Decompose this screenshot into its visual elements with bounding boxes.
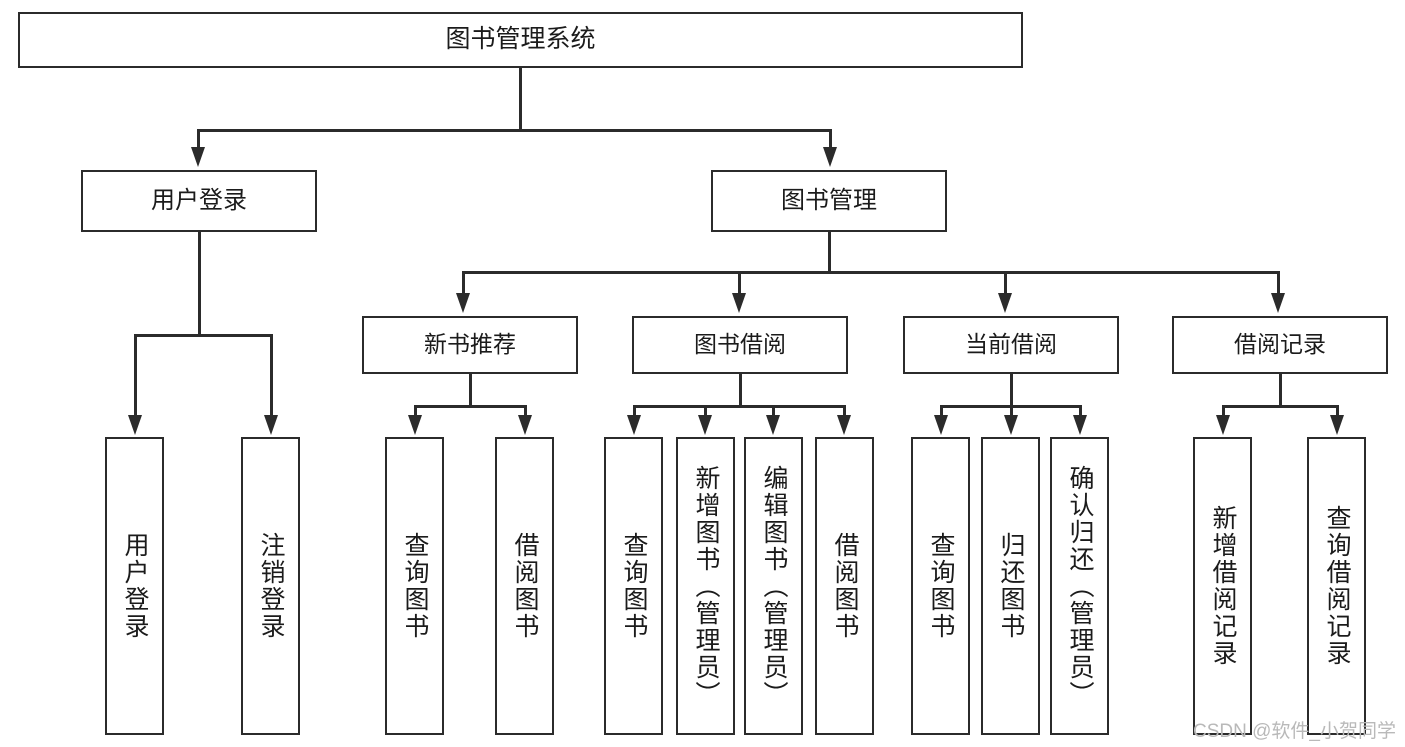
node-label: 图书借阅 <box>694 331 786 358</box>
arrowhead-borrowrecord-1 <box>1216 415 1230 435</box>
connector-level1-drop-left <box>197 129 200 149</box>
node-label: 归还图书 <box>997 532 1025 640</box>
arrowhead-currentborrow-1 <box>934 415 948 435</box>
arrowhead-currentborrow-2 <box>1004 415 1018 435</box>
connector-currentborrow-drop-1 <box>940 405 943 417</box>
arrowhead-level2-4 <box>1271 293 1285 313</box>
node-label: 查询图书 <box>401 532 429 640</box>
node-label: 借阅图书 <box>831 532 859 640</box>
node-root-system[interactable]: 图书管理系统 <box>18 12 1023 68</box>
connector-level1-drop-right <box>829 129 832 149</box>
node-label: 用户登录 <box>151 186 247 214</box>
node-label: 新增借阅记录 <box>1209 505 1237 667</box>
arrowhead-bookborrow-3 <box>766 415 780 435</box>
leaf-borrow-record-add[interactable]: 新增借阅记录 <box>1193 437 1252 735</box>
connector-userlogin-stem <box>198 232 201 335</box>
node-label: 编辑图书（管理员） <box>760 464 788 708</box>
arrowhead-bookborrow-4 <box>837 415 851 435</box>
node-label: 借阅图书 <box>511 532 539 640</box>
connector-borrowrecord-drop-1 <box>1222 405 1225 417</box>
connector-userlogin-drop-1 <box>134 334 137 417</box>
node-label: 图书管理 <box>781 186 877 214</box>
leaf-book-borrow-add[interactable]: 新增图书（管理员） <box>676 437 735 735</box>
node-label: 新增图书（管理员） <box>692 464 720 708</box>
leaf-borrow-record-query[interactable]: 查询借阅记录 <box>1307 437 1366 735</box>
connector-level1-bar <box>197 129 831 132</box>
arrowhead-newbook-2 <box>518 415 532 435</box>
node-label: 借阅记录 <box>1234 331 1326 358</box>
arrowhead-level2-1 <box>456 293 470 313</box>
connector-currentborrow-drop-3 <box>1079 405 1082 417</box>
node-label: 注销登录 <box>257 532 285 640</box>
leaf-current-borrow-confirm[interactable]: 确认归还（管理员） <box>1050 437 1109 735</box>
connector-bookborrow-drop-2 <box>704 405 707 417</box>
arrowhead-level2-3 <box>998 293 1012 313</box>
connector-level2-drop-3 <box>1004 271 1007 295</box>
connector-borrowrecord-bar <box>1222 405 1338 408</box>
arrowhead-level1-left <box>191 147 205 167</box>
connector-bookborrow-drop-3 <box>772 405 775 417</box>
node-label: 图书管理系统 <box>445 25 596 54</box>
connector-borrowrecord-stem <box>1279 374 1282 406</box>
node-label: 当前借阅 <box>965 331 1057 358</box>
node-book-management[interactable]: 图书管理 <box>711 170 947 232</box>
connector-level2-bar <box>462 271 1280 274</box>
connector-bookborrow-drop-4 <box>843 405 846 417</box>
leaf-current-borrow-return[interactable]: 归还图书 <box>981 437 1040 735</box>
connector-bookborrow-stem <box>739 374 742 406</box>
connector-userlogin-drop-2 <box>270 334 273 417</box>
leaf-new-book-query[interactable]: 查询图书 <box>385 437 444 735</box>
leaf-book-borrow-borrow[interactable]: 借阅图书 <box>815 437 874 735</box>
connector-root-stem <box>519 68 522 130</box>
leaf-current-borrow-query[interactable]: 查询图书 <box>911 437 970 735</box>
connector-bookborrow-drop-1 <box>633 405 636 417</box>
node-book-borrow[interactable]: 图书借阅 <box>632 316 848 374</box>
arrowhead-bookborrow-2 <box>698 415 712 435</box>
node-new-book-recommend[interactable]: 新书推荐 <box>362 316 578 374</box>
connector-newbook-stem <box>469 374 472 406</box>
arrowhead-currentborrow-3 <box>1073 415 1087 435</box>
node-label: 确认归还（管理员） <box>1066 464 1094 708</box>
node-user-login[interactable]: 用户登录 <box>81 170 317 232</box>
connector-borrowrecord-drop-2 <box>1336 405 1339 417</box>
connector-level2-drop-1 <box>462 271 465 295</box>
leaf-book-borrow-edit[interactable]: 编辑图书（管理员） <box>744 437 803 735</box>
arrowhead-bookborrow-1 <box>627 415 641 435</box>
connector-newbook-bar <box>414 405 526 408</box>
connector-bookmgmt-stem <box>828 232 831 273</box>
arrowhead-level1-right <box>823 147 837 167</box>
connector-currentborrow-drop-2 <box>1010 405 1013 417</box>
node-borrow-record[interactable]: 借阅记录 <box>1172 316 1388 374</box>
connector-level2-drop-4 <box>1277 271 1280 295</box>
leaf-user-login-logout[interactable]: 注销登录 <box>241 437 300 735</box>
node-label: 新书推荐 <box>424 331 516 358</box>
arrowhead-level2-2 <box>732 293 746 313</box>
node-label: 查询借阅记录 <box>1323 505 1351 667</box>
leaf-book-borrow-query[interactable]: 查询图书 <box>604 437 663 735</box>
connector-userlogin-bar <box>134 334 272 337</box>
leaf-user-login-login[interactable]: 用户登录 <box>105 437 164 735</box>
connector-level2-drop-2 <box>738 271 741 295</box>
node-current-borrow[interactable]: 当前借阅 <box>903 316 1119 374</box>
connector-currentborrow-stem <box>1010 374 1013 406</box>
leaf-new-book-borrow[interactable]: 借阅图书 <box>495 437 554 735</box>
connector-bookborrow-bar <box>633 405 845 408</box>
node-label: 查询图书 <box>620 532 648 640</box>
arrowhead-userlogin-2 <box>264 415 278 435</box>
arrowhead-newbook-1 <box>408 415 422 435</box>
node-label: 用户登录 <box>121 532 149 640</box>
node-label: 查询图书 <box>927 532 955 640</box>
arrowhead-borrowrecord-2 <box>1330 415 1344 435</box>
arrowhead-userlogin-1 <box>128 415 142 435</box>
connector-newbook-drop-2 <box>524 405 527 417</box>
connector-newbook-drop-1 <box>414 405 417 417</box>
